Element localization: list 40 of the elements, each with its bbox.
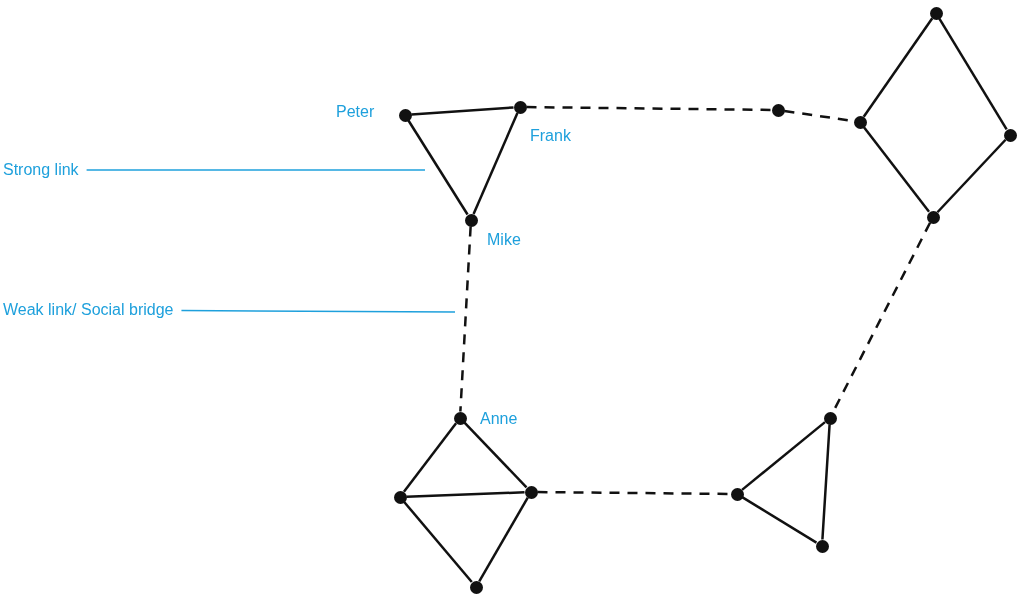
strong-link-line — [463, 421, 528, 489]
network-node-dot — [469, 580, 483, 594]
network-node-dot — [926, 210, 940, 224]
network-node-dot — [524, 485, 538, 499]
strong-link-line — [403, 501, 473, 583]
network-node-dot — [513, 100, 527, 114]
annotation-label: Strong link — [3, 161, 79, 179]
person-name: Anne — [480, 410, 518, 428]
strong-link-line — [741, 496, 818, 544]
strong-link-line — [407, 119, 469, 216]
network-node-dot — [393, 490, 407, 504]
weak-link-line — [459, 226, 472, 412]
strong-link-line — [938, 17, 1008, 131]
strong-link-line — [402, 422, 458, 493]
network-node-dot — [929, 6, 943, 20]
strong-link-line — [472, 112, 519, 215]
strong-link-line — [862, 126, 931, 213]
strong-link-line — [741, 421, 826, 491]
strong-link-line — [821, 424, 831, 540]
person-name: Frank — [530, 127, 571, 145]
network-node-dot — [771, 103, 785, 117]
person-name: Peter — [336, 103, 375, 121]
network-node-dot — [730, 487, 744, 501]
weak-link-line — [526, 105, 772, 112]
network-node-dot — [853, 115, 867, 129]
strong-link-line — [411, 106, 514, 116]
network-node-dot — [1003, 128, 1017, 142]
person-name: Mike — [487, 231, 521, 249]
network-node-dot — [453, 411, 467, 425]
network-node-dot — [815, 539, 829, 553]
strong-link-line — [862, 17, 934, 118]
leader-line — [180, 309, 456, 313]
network-node-dot — [398, 108, 412, 122]
strong-link-line — [478, 497, 529, 582]
network-node-dot — [464, 213, 478, 227]
strong-link-line — [406, 491, 525, 498]
leader-line — [85, 169, 426, 171]
annotation-label: Weak link/ Social bridge — [3, 301, 174, 319]
strong-link-line — [936, 138, 1007, 214]
network-node-dot — [823, 411, 837, 425]
